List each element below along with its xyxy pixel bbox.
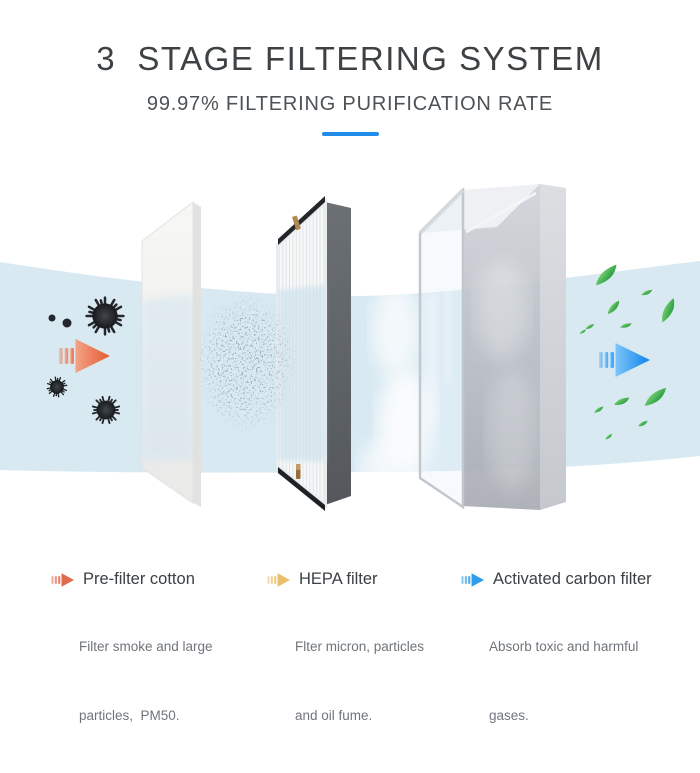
dust-cloud <box>194 290 298 434</box>
dust-dot <box>62 318 72 328</box>
legend-title: Activated carbon filter <box>493 570 652 588</box>
filter-stages-illustration <box>0 184 700 511</box>
legend-description: Filter smoke and large particles, PM50. <box>79 639 213 723</box>
arrow-right-icon <box>267 572 291 587</box>
legend-title: HEPA filter <box>299 570 378 588</box>
page-title: 3 STAGE FILTERING SYSTEM <box>96 40 604 77</box>
legend-item-activated-carbon: Activated carbon filter Absorb toxic and… <box>460 570 690 773</box>
legend-item-pre-filter: Pre-filter cotton Filter smoke and large… <box>50 570 260 773</box>
legend: Pre-filter cotton Filter smoke and large… <box>0 570 700 723</box>
inflow-contaminants <box>43 296 125 428</box>
activated-carbon-box <box>418 184 566 510</box>
accent-divider <box>321 132 379 136</box>
legend-item-hepa: HEPA filter Flter micron, particles and … <box>266 570 456 773</box>
legend-description: Absorb toxic and harmful gases. <box>489 639 639 723</box>
pre-filter-cotton-panel <box>141 200 201 507</box>
page-subtitle: 99.97% FILTERING PURIFICATION RATE <box>146 93 554 115</box>
legend-title: Pre-filter cotton <box>83 570 195 588</box>
filter-clip <box>292 215 301 479</box>
page-header: 3 STAGE FILTERING SYSTEM 99.97% FILTERIN… <box>0 0 700 136</box>
dust-dot <box>48 314 56 322</box>
legend-description: Flter micron, particles and oil fume. <box>295 639 425 723</box>
arrow-right-icon <box>51 572 75 587</box>
arrow-right-icon <box>461 572 485 587</box>
